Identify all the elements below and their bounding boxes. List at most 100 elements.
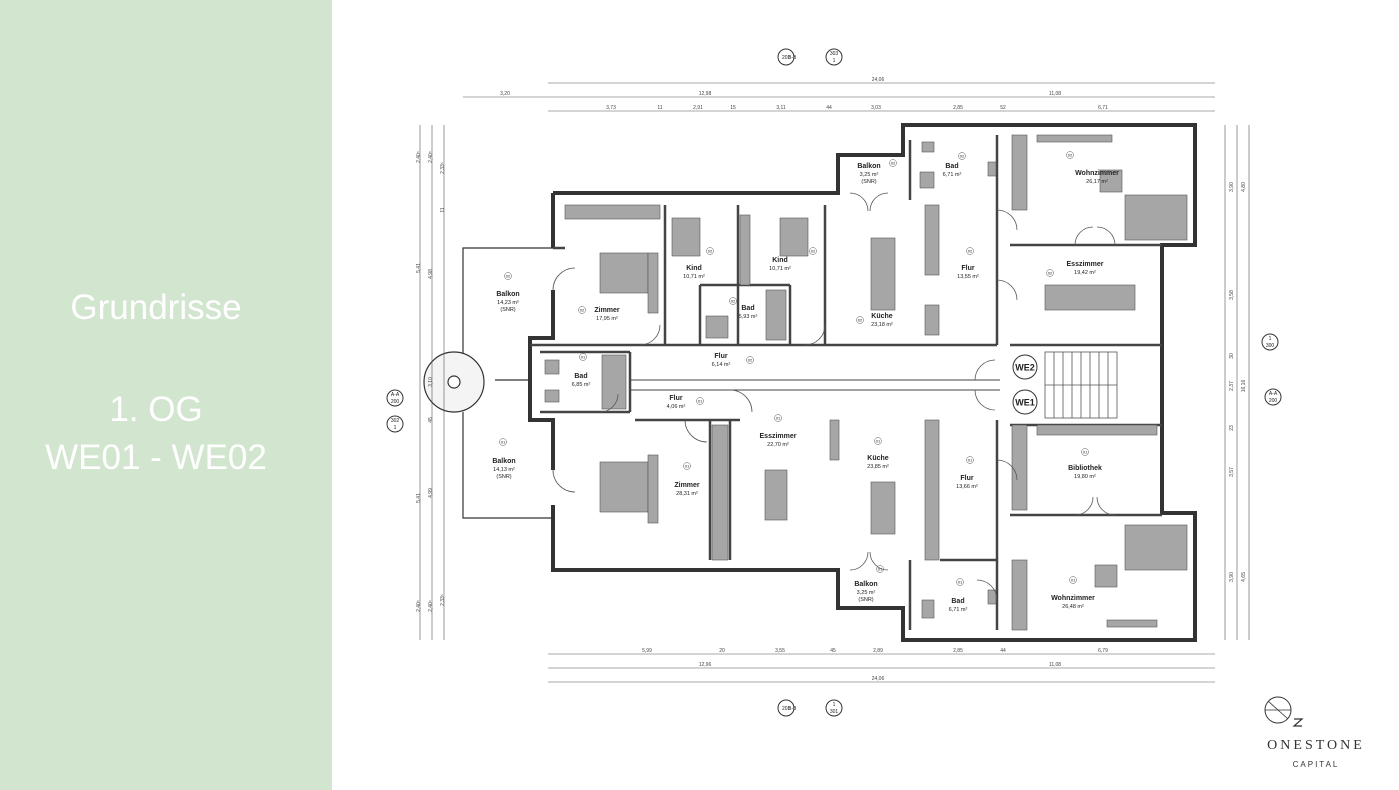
room-name: Bad [951, 598, 964, 605]
room-tag-circle [683, 462, 691, 470]
room-tag-circle [956, 578, 964, 586]
dimension-label: 5,41 [416, 263, 422, 273]
dimension-label: 3,20 [500, 91, 510, 97]
section-mark-label: B-B [788, 706, 797, 712]
section-mark-top-right: 303 1 [825, 48, 843, 66]
room-tag-circle [504, 272, 512, 280]
room-tag-circle [696, 397, 704, 405]
section-mark-bottom-left: 201 B-B [777, 699, 797, 717]
dimension-label: 4,80 [1241, 182, 1247, 192]
room-tag: 01 [581, 355, 586, 360]
room-tag: 01 [876, 439, 881, 444]
room-area: 6,71 m² [949, 607, 968, 613]
room-name: Esszimmer [1067, 261, 1104, 268]
room-tag-circle [966, 247, 974, 255]
dimension-label: 45 [428, 417, 434, 423]
room-tag-circle [1046, 269, 1054, 277]
section-mark-label: 200 [1269, 398, 1278, 404]
units-label: WE01 - WE02 [45, 438, 267, 477]
room-tag: 01 [878, 567, 883, 572]
room-tag-circle [1066, 151, 1074, 159]
room-tag-circle [874, 437, 882, 445]
unit-label-we2: WE2 [1015, 363, 1035, 373]
room-tag-circle [499, 438, 507, 446]
exterior-walls [528, 123, 1197, 642]
dimension-label: 3,55 [775, 648, 785, 654]
dimension-label: 45 [830, 648, 836, 654]
floor-label: 1. OG [109, 390, 203, 429]
dimension-label: 44 [1000, 648, 1006, 654]
room-name: Bibliothek [1068, 465, 1102, 472]
room-tag: 02 [891, 161, 896, 166]
dimension-label: 4,99 [428, 488, 434, 498]
room-tag: 02 [1068, 153, 1073, 158]
dimension-label: 24,06 [872, 77, 885, 83]
dimension-label: 23 [1229, 425, 1235, 431]
room-name: Flur [714, 353, 727, 360]
dimension-label: 2,33⁵ [440, 594, 446, 606]
room-tag: 01 [685, 464, 690, 469]
room-tag-circle [809, 247, 817, 255]
section-mark-label: 303 [830, 51, 839, 57]
dimension-label: 11,08 [1049, 91, 1061, 97]
room-area: 26,17 m² [1086, 179, 1108, 185]
room-tag: 01 [958, 580, 963, 585]
logo-name: ONESTONE [1267, 738, 1365, 753]
room-area: 26,48 m² [1062, 604, 1084, 610]
dimension-label: 2,85 [953, 648, 963, 654]
section-mark-label: 201 [782, 706, 791, 712]
room-tag-circle [889, 159, 897, 167]
dimension-label: 2,40⁵ [428, 151, 434, 163]
room-area: 23,85 m² [867, 464, 889, 470]
section-mark-right-top: 1 300 [1261, 333, 1279, 351]
section-mark-right-mid: A-A 200 [1264, 388, 1282, 406]
room-name: Kind [772, 257, 788, 264]
balcony-outlines [423, 247, 553, 519]
room-name: Zimmer [674, 482, 700, 489]
room-tag-circle [578, 306, 586, 314]
dimension-label: 3,90 [1229, 572, 1235, 582]
section-mark-label: 200 [391, 399, 400, 405]
dimension-label: 2,89 [873, 648, 883, 654]
room-name: Bad [574, 373, 587, 380]
dimension-label: 2,33⁵ [440, 162, 446, 174]
room-note: (SNR) [496, 474, 511, 480]
room-tag: 02 [858, 318, 863, 323]
room-area: 22,70 m² [767, 442, 789, 448]
room-name: Flur [960, 475, 973, 482]
room-tag-circle [774, 414, 782, 422]
room-label: Bad 6,71 m² 01 [949, 578, 968, 613]
room-area: 3,25 m² [857, 590, 876, 596]
room-note: (SNR) [861, 179, 876, 185]
dimension-label: 2,40⁵ [416, 600, 422, 612]
section-mark-left-bottom: 302 1 [386, 415, 404, 433]
section-mark-label: 1 [1269, 336, 1272, 342]
room-tag-circle [579, 353, 587, 361]
dimension-label: 16,16 [1241, 380, 1247, 393]
dimension-label: 2,85 [953, 105, 963, 111]
room-tag: 01 [501, 440, 506, 445]
room-area: 10,71 m² [683, 274, 705, 280]
room-area: 17,95 m² [596, 316, 618, 322]
room-tag-circle [1069, 576, 1077, 584]
logo-subtitle: CAPITAL [1292, 760, 1340, 769]
room-tag-circle [746, 356, 754, 364]
dimension-label: 5,41 [416, 493, 422, 503]
room-area: 3,25 m² [860, 172, 879, 178]
room-name: Wohnzimmer [1075, 170, 1119, 177]
room-tag: 01 [1083, 450, 1088, 455]
furniture [544, 134, 1188, 631]
page-title: Grundrisse [70, 288, 242, 327]
section-mark-label: A-A [391, 392, 400, 398]
room-tag-circle [958, 152, 966, 160]
room-name: Küche [867, 455, 889, 462]
doors [552, 192, 1116, 601]
